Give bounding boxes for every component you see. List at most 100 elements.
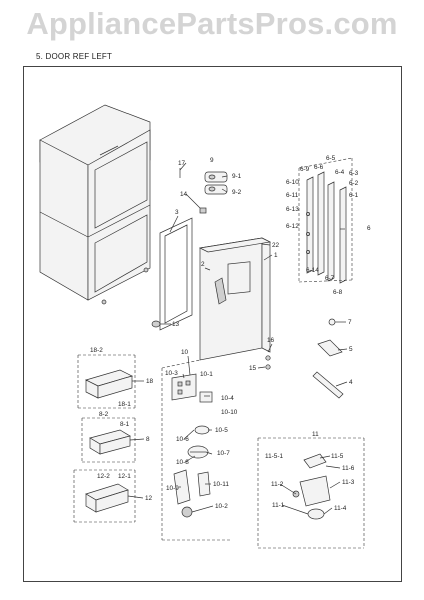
callout-6-11: 6-11 <box>286 192 299 199</box>
callout-13: 13 <box>172 321 180 328</box>
callout-labels: 17 9 9-1 9-2 14 3 22 2 1 13 6-5 6-6 6-9 … <box>90 155 371 512</box>
callout-5: 5 <box>349 346 353 353</box>
callout-6-7: 6-7 <box>325 275 335 282</box>
ice-maker-module-part <box>257 437 365 549</box>
callout-12-2: 12-2 <box>97 473 110 480</box>
callout-18-2: 18-2 <box>90 347 103 354</box>
leader-line <box>221 188 228 193</box>
callout-10-10: 10-10 <box>221 409 238 416</box>
leader-line <box>127 495 144 499</box>
callout-22: 22 <box>272 242 280 249</box>
callout-6-13: 6-13 <box>286 206 299 213</box>
callout-1: 1 <box>274 252 278 259</box>
callout-16: 16 <box>267 337 275 344</box>
callout-11-3: 11-3 <box>342 479 355 486</box>
callout-10-9: 10-9 <box>166 485 179 492</box>
small-hardware-parts <box>151 318 344 399</box>
leader-line <box>281 504 309 515</box>
callout-6-2: 6-2 <box>349 180 359 187</box>
callout-11-1: 11-1 <box>272 502 285 509</box>
callout-10-4: 10-4 <box>221 395 234 402</box>
leader-line <box>319 455 331 459</box>
leader-line <box>204 267 211 271</box>
leader-line <box>279 483 297 495</box>
callout-10-2: 10-2 <box>215 503 228 510</box>
callout-9-2: 9-2 <box>232 189 242 196</box>
leader-line <box>329 481 341 489</box>
callout-8-1: 8-1 <box>120 421 130 428</box>
callout-11-5-1: 11-5-1 <box>265 453 283 460</box>
callout-leader-lines <box>127 162 348 515</box>
callout-2: 2 <box>201 261 205 268</box>
callout-18-1: 18-1 <box>118 401 131 408</box>
callout-11-5: 11-5 <box>331 453 344 460</box>
callout-15: 15 <box>249 365 257 372</box>
callout-10-6: 10-6 <box>176 436 189 443</box>
leader-line <box>183 429 195 440</box>
leader-line <box>191 505 214 513</box>
leader-line <box>182 373 185 379</box>
callout-10-3: 10-3 <box>165 370 178 377</box>
callout-6-9: 6-9 <box>300 166 310 173</box>
leader-line <box>184 455 196 463</box>
callout-11-2: 11-2 <box>271 481 284 488</box>
callout-6-5: 6-5 <box>326 155 336 162</box>
leader-line <box>169 215 179 233</box>
callout-10-11: 10-11 <box>213 481 229 488</box>
callout-6: 6 <box>367 225 371 232</box>
door-panel-part <box>198 237 272 361</box>
callout-6-1: 6-1 <box>349 192 359 199</box>
leader-line <box>263 254 273 261</box>
leader-line <box>261 243 271 246</box>
callout-7: 7 <box>348 319 352 326</box>
leader-line <box>267 343 273 353</box>
callout-11-6: 11-6 <box>342 465 355 472</box>
dispenser-assembly-part <box>161 359 232 541</box>
door-trim-strips-part <box>298 157 353 284</box>
section-title: 5. DOOR REF LEFT <box>36 52 113 61</box>
callout-11-4: 11-4 <box>334 505 347 512</box>
refrigerator-cabinet-drawing <box>39 104 151 305</box>
callout-12-1: 12-1 <box>118 473 131 480</box>
diagram-frame <box>23 66 402 582</box>
leader-line <box>337 348 348 351</box>
leader-line <box>323 507 333 515</box>
callout-6-8: 6-8 <box>333 289 343 296</box>
callout-9: 9 <box>210 157 214 164</box>
leader-line <box>129 438 145 441</box>
callout-10-5: 10-5 <box>215 427 228 434</box>
leader-line <box>179 162 187 171</box>
leader-line <box>335 381 348 387</box>
callout-9-1: 9-1 <box>232 173 242 180</box>
leader-line <box>325 465 341 469</box>
callout-6-3: 6-3 <box>349 170 359 177</box>
leader-line <box>185 193 201 209</box>
callout-18: 18 <box>146 378 154 385</box>
leader-line <box>257 366 266 369</box>
callout-6-4: 6-4 <box>335 169 345 176</box>
callout-10-1: 10-1 <box>200 371 213 378</box>
door-bins-part <box>73 354 136 523</box>
callout-10-8: 10-8 <box>176 459 189 466</box>
hinge-cover-part <box>179 168 228 214</box>
callout-11: 11 <box>312 431 319 438</box>
callout-6-12: 6-12 <box>286 223 299 230</box>
callout-10: 10 <box>181 349 189 356</box>
callout-8: 8 <box>146 436 150 443</box>
callout-6-10: 6-10 <box>286 179 299 186</box>
callout-8-2: 8-2 <box>99 411 109 418</box>
callout-10-7: 10-7 <box>217 450 230 457</box>
watermark: AppliancePartsPros.com <box>26 6 398 41</box>
leader-line <box>187 355 191 376</box>
callout-4: 4 <box>349 379 353 386</box>
callout-14: 14 <box>180 191 188 198</box>
callout-3: 3 <box>175 209 179 216</box>
callout-12: 12 <box>145 495 153 502</box>
callout-17: 17 <box>178 160 186 167</box>
leader-line <box>221 175 228 178</box>
door-gasket-part <box>159 217 193 331</box>
callout-6-6: 6-6 <box>314 164 324 171</box>
leader-line <box>205 451 213 455</box>
callout-6-14: 6-14 <box>306 267 319 274</box>
